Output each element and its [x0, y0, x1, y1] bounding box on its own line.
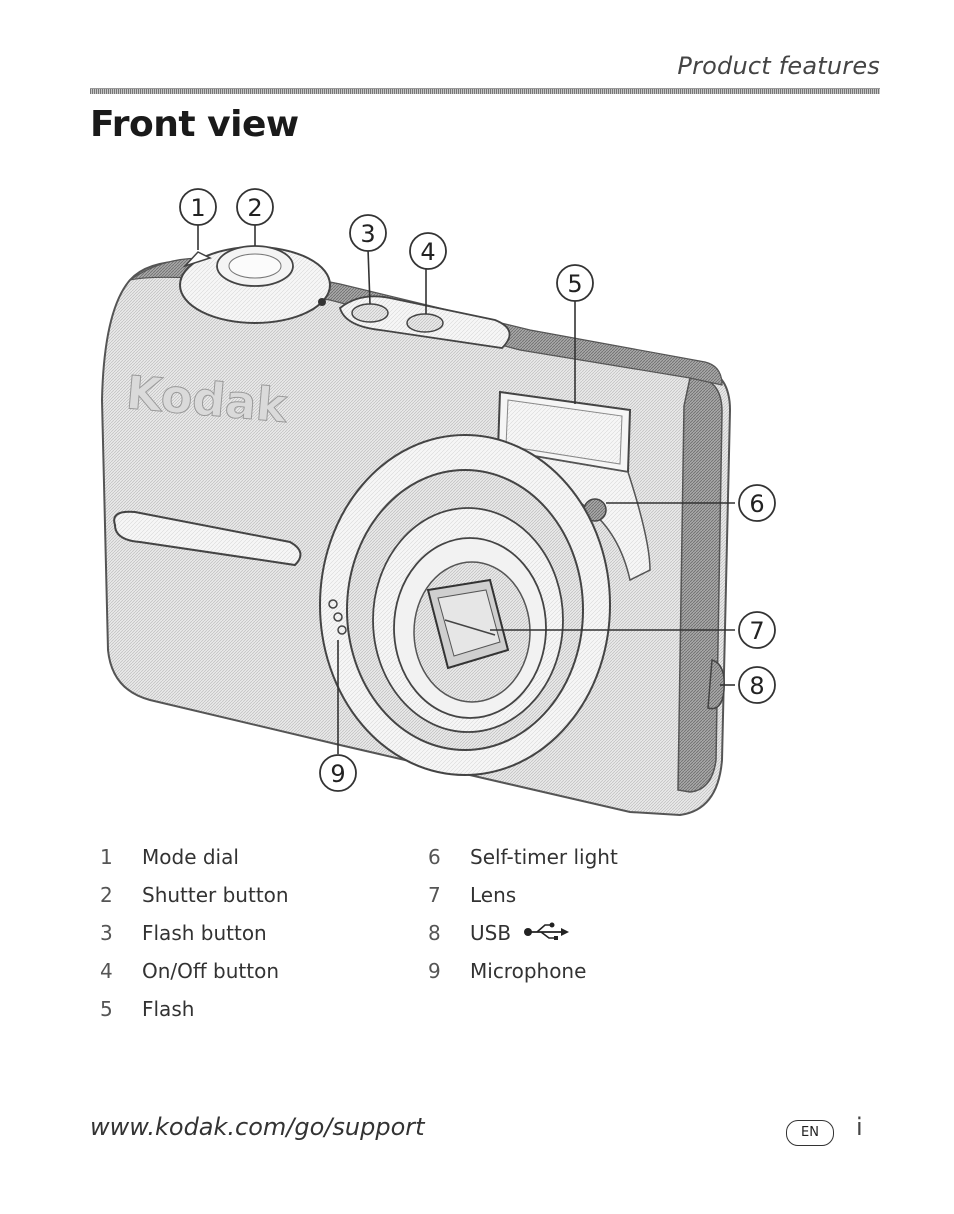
legend-item-label: On/Off button — [142, 959, 280, 983]
legend-item-label: Microphone — [470, 959, 587, 983]
lens-assembly — [319, 434, 611, 776]
section-title: Product features — [677, 52, 880, 80]
microphone-holes — [328, 599, 347, 635]
legend-item: 1 Mode dial — [100, 838, 289, 876]
legend-item: 3 Flash button — [100, 914, 289, 952]
legend-item-number: 5 — [100, 997, 113, 1021]
legend-item-label: Self-timer light — [470, 845, 618, 869]
svg-text:4: 4 — [420, 238, 435, 266]
callout-5: 5 — [556, 264, 594, 302]
page-title: Front view — [90, 104, 299, 145]
usb-icon — [523, 921, 570, 945]
usb-port-door — [707, 659, 725, 710]
callout-lines — [197, 224, 735, 754]
language-badge: EN — [786, 1120, 834, 1146]
svg-text:2: 2 — [247, 194, 262, 222]
top-buttons — [318, 295, 511, 349]
header-rule — [90, 88, 880, 94]
legend-column-right: 6 Self-timer light 7 Lens 8 USB 9 Microp… — [428, 838, 618, 990]
legend-item: 5 Flash — [100, 990, 289, 1028]
page-number: i — [856, 1113, 863, 1141]
svg-text:7: 7 — [749, 617, 764, 645]
callout-1: 1 — [179, 188, 217, 226]
svg-text:3: 3 — [360, 220, 375, 248]
legend-item-label: Mode dial — [142, 845, 239, 869]
legend-item: 2 Shutter button — [100, 876, 289, 914]
legend-item-number: 9 — [428, 959, 441, 983]
callout-4: 4 — [409, 232, 447, 270]
camera-front-illustration: Kodak — [100, 188, 776, 817]
callout-6: 6 — [738, 484, 776, 522]
svg-text:6: 6 — [749, 490, 764, 518]
legend-item-number: 1 — [100, 845, 113, 869]
svg-text:8: 8 — [749, 672, 764, 700]
legend-item-number: 2 — [100, 883, 113, 907]
legend-item-label: Flash — [142, 997, 195, 1021]
svg-text:9: 9 — [330, 760, 345, 788]
svg-text:5: 5 — [567, 270, 582, 298]
legend-item-number: 3 — [100, 921, 113, 945]
mode-dial — [179, 245, 331, 324]
callout-7: 7 — [738, 611, 776, 649]
legend-item: 4 On/Off button — [100, 952, 289, 990]
legend-item-label: USB — [470, 921, 512, 945]
svg-text:1: 1 — [190, 194, 205, 222]
grip-slot — [113, 510, 302, 567]
support-url-link[interactable]: www.kodak.com/go/support — [90, 1113, 425, 1141]
legend-item-label: Lens — [470, 883, 517, 907]
legend-item-number: 8 — [428, 921, 441, 945]
legend-item-number: 6 — [428, 845, 441, 869]
legend-item-number: 4 — [100, 959, 113, 983]
legend-column-left: 1 Mode dial 2 Shutter button 3 Flash but… — [100, 838, 289, 1028]
legend-item: 9 Microphone — [428, 952, 618, 990]
legend-item-number: 7 — [428, 883, 441, 907]
legend-item-label: Flash button — [142, 921, 267, 945]
legend-item: 7 Lens — [428, 876, 618, 914]
legend-item: 8 USB — [428, 914, 618, 952]
callout-8: 8 — [738, 666, 776, 704]
callout-3: 3 — [349, 214, 387, 252]
legend-item-label: Shutter button — [142, 883, 289, 907]
legend-item: 6 Self-timer light — [428, 838, 618, 876]
callout-2: 2 — [236, 188, 274, 226]
callout-9: 9 — [319, 754, 357, 792]
